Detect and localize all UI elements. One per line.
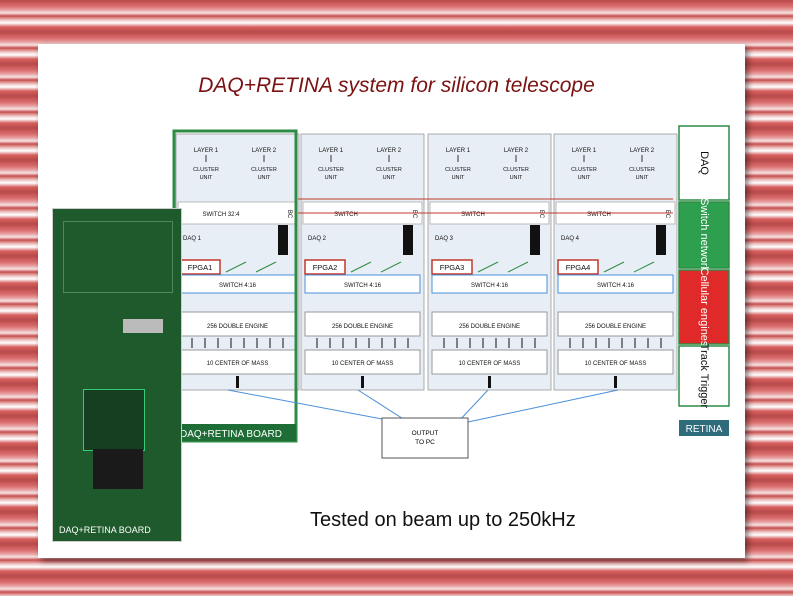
fpga-box xyxy=(304,259,346,275)
bc-label: BC xyxy=(411,210,417,219)
slide-title: DAQ+RETINA system for silicon telescope xyxy=(198,74,595,97)
slide-caption: Tested on beam up to 250kHz xyxy=(310,509,576,531)
engine-label: 256 DOUBLE ENGINE xyxy=(207,324,268,330)
fpga-box xyxy=(557,259,599,275)
unit-label: UNIT xyxy=(200,175,213,181)
daq-label: DAQ 2 xyxy=(308,236,327,242)
layer-label: LAYER 2 xyxy=(630,148,655,154)
fpga-label: FPGA4 xyxy=(566,263,591,272)
layer-label: LAYER 1 xyxy=(572,148,597,154)
cluster-label: CLUSTER xyxy=(571,167,597,173)
side-panel: Cellular engines xyxy=(678,268,730,347)
com-label: 10 CENTER OF MASS xyxy=(207,361,269,367)
cluster-label: CLUSTER xyxy=(445,167,471,173)
photo-label: DAQ+RETINA BOARD xyxy=(59,525,151,535)
daq-column: LAYER 1 CLUSTER UNIT LAYER 2 CLUSTER UNIT SWIT… xyxy=(427,133,552,391)
unit-label: UNIT xyxy=(452,175,465,181)
bc-label: BC xyxy=(538,210,544,219)
layer-label: LAYER 2 xyxy=(252,148,277,154)
side-panel: DAQ xyxy=(678,125,730,201)
block-diagram: LAYER 1 CLUSTER UNIT LAYER 2 CLUSTER UNIT SWIT… xyxy=(158,122,732,464)
daq-column: LAYER 1 CLUSTER UNIT LAYER 2 CLUSTER UNIT SWIT… xyxy=(300,133,425,391)
fpga-box xyxy=(431,259,473,275)
daq-label: DAQ 3 xyxy=(435,236,454,242)
engine-label: 256 DOUBLE ENGINE xyxy=(459,324,520,330)
switch-label: SWITCH xyxy=(461,212,485,218)
layer-label: LAYER 2 xyxy=(504,148,529,154)
bc-label: BC xyxy=(286,210,292,219)
switch416-label: SWITCH 4:16 xyxy=(597,283,635,289)
unit-label: UNIT xyxy=(383,175,396,181)
layer-label: LAYER 2 xyxy=(377,148,402,154)
com-label: 10 CENTER OF MASS xyxy=(332,361,394,367)
switch-label: SWITCH xyxy=(334,212,358,218)
side-panel-label: Cellular engines xyxy=(698,268,710,347)
unit-label: UNIT xyxy=(578,175,591,181)
fpga-label: FPGA3 xyxy=(440,263,465,272)
switch-label: SWITCH xyxy=(587,212,611,218)
cluster-label: CLUSTER xyxy=(376,167,402,173)
unit-label: UNIT xyxy=(636,175,649,181)
cluster-label: CLUSTER xyxy=(629,167,655,173)
daq-column: LAYER 1 CLUSTER UNIT LAYER 2 CLUSTER UNIT SWIT… xyxy=(553,133,678,391)
cluster-label: CLUSTER xyxy=(318,167,344,173)
switch-label: SWITCH 32:4 xyxy=(202,212,240,218)
unit-label: UNIT xyxy=(510,175,523,181)
switch416-label: SWITCH 4:16 xyxy=(471,283,509,289)
side-panel-label: DAQ xyxy=(698,151,710,175)
daq-label: DAQ 4 xyxy=(561,236,580,242)
unit-label: UNIT xyxy=(258,175,271,181)
cluster-label: CLUSTER xyxy=(251,167,277,173)
engine-label: 256 DOUBLE ENGINE xyxy=(585,324,646,330)
board-label: DAQ+RETINA BOARD xyxy=(180,429,282,440)
engine-label: 256 DOUBLE ENGINE xyxy=(332,324,393,330)
com-label: 10 CENTER OF MASS xyxy=(459,361,521,367)
retina-label-bg xyxy=(679,420,729,436)
cluster-label: CLUSTER xyxy=(503,167,529,173)
cluster-label: CLUSTER xyxy=(193,167,219,173)
fpga-label: FPGA1 xyxy=(188,263,213,272)
output-label: OUTPUT xyxy=(412,430,439,437)
side-panel: Track Trigger xyxy=(678,344,730,409)
layer-label: LAYER 1 xyxy=(446,148,471,154)
switch416-label: SWITCH 4:16 xyxy=(219,283,257,289)
switch416-label: SWITCH 4:16 xyxy=(344,283,382,289)
board-photo: DAQ+RETINA BOARD xyxy=(52,208,182,542)
side-panel: Switch network xyxy=(678,198,730,272)
unit-label: UNIT xyxy=(325,175,338,181)
layer-label: LAYER 1 xyxy=(319,148,344,154)
output-box xyxy=(381,417,469,459)
layer-label: LAYER 1 xyxy=(194,148,219,154)
output-label-2: TO PC xyxy=(415,439,435,446)
bc-label: BC xyxy=(664,210,670,219)
fpga-label: FPGA2 xyxy=(313,263,338,272)
side-panel-label: Switch network xyxy=(698,198,710,272)
daq-label: DAQ 1 xyxy=(183,236,202,242)
board-label-bg xyxy=(174,424,296,441)
daq-column: LAYER 1 CLUSTER UNIT LAYER 2 CLUSTER UNIT SWIT… xyxy=(175,133,300,391)
side-panel-label: Track Trigger xyxy=(698,344,710,409)
com-label: 10 CENTER OF MASS xyxy=(585,361,647,367)
retina-label: RETINA xyxy=(686,424,723,435)
